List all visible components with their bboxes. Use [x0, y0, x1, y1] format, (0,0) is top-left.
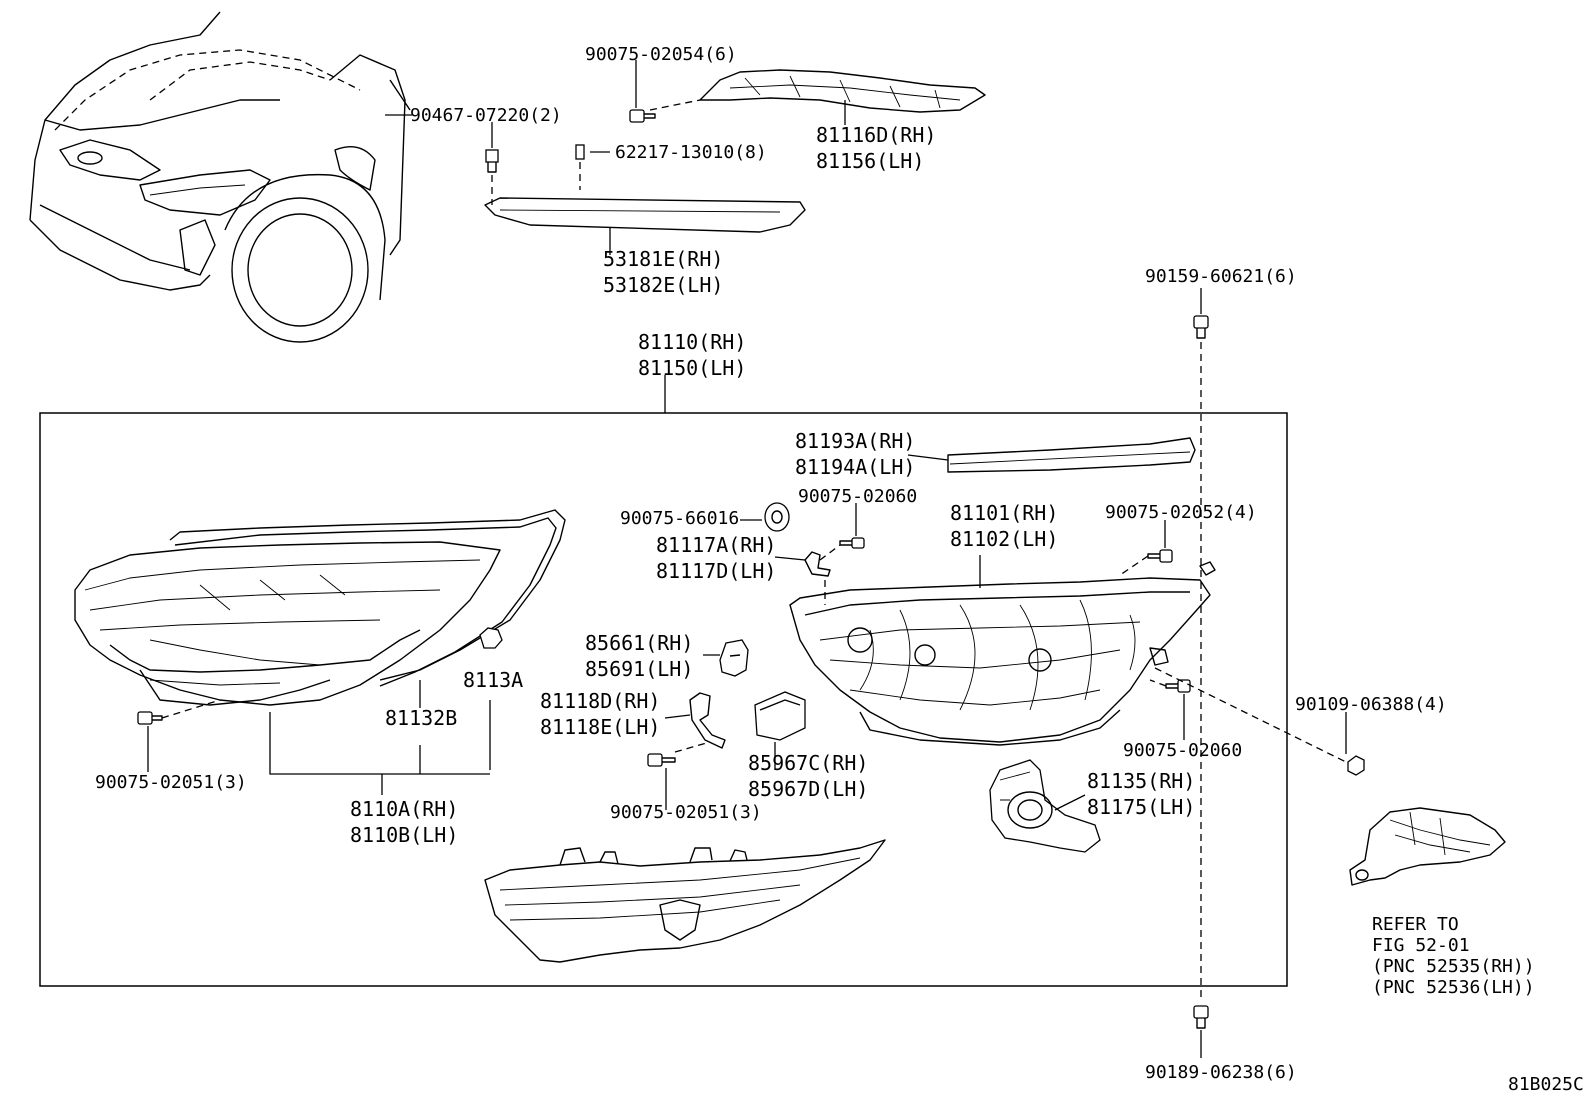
- labels: 90075-02054(6) 90467-07220(2) 62217-1301…: [95, 44, 1584, 1095]
- label-90075-02060-bottom: 90075-02060: [1123, 740, 1242, 761]
- label-assembly-rh: 81110(RH): [638, 330, 746, 354]
- label-81156: 81156(LH): [816, 149, 924, 173]
- grommet-90075-66016: [740, 502, 790, 532]
- bracket-81118D: [664, 692, 726, 753]
- label-90075-02054: 90075-02054(6): [585, 44, 737, 65]
- label-81193A: 81193A(RH): [795, 429, 915, 453]
- bolt-90075-02051-mid: [647, 753, 676, 810]
- label-85661: 85661(RH): [585, 631, 693, 655]
- headlamp-housing-81101: [789, 555, 1211, 746]
- label-assembly-lh: 81150(LH): [638, 356, 746, 380]
- label-81135: 81135(RH): [1087, 769, 1195, 793]
- figure-code: 81B025C: [1508, 1074, 1584, 1095]
- label-81101: 81101(RH): [950, 501, 1058, 525]
- refer-note-line1: REFER TO: [1372, 914, 1459, 935]
- label-53181E: 53181E(RH): [603, 247, 723, 271]
- vehicle-front-view: [29, 11, 412, 343]
- bracket-81117A: [774, 544, 841, 605]
- label-90075-02051-mid: 90075-02051(3): [610, 802, 762, 823]
- label-85967D: 85967D(LH): [748, 777, 868, 801]
- label-90109-06388: 90109-06388(4): [1295, 694, 1447, 715]
- label-85691: 85691(LH): [585, 657, 693, 681]
- bolt-90075-02054: [629, 60, 656, 123]
- label-81118E: 81118E(LH): [540, 715, 660, 739]
- label-90075-02060-top: 90075-02060: [798, 486, 917, 507]
- label-90159-60621: 90159-60621(6): [1145, 266, 1297, 287]
- refer-note-line2: FIG 52-01: [1372, 935, 1470, 956]
- bolt-90075-02051-left: [137, 699, 221, 772]
- module-85967C: [754, 691, 806, 770]
- bracket-81135: [989, 759, 1101, 853]
- label-81116D: 81116D(RH): [816, 123, 936, 147]
- screw-90075-02060-top: [839, 503, 865, 549]
- label-8110B: 8110B(LH): [350, 823, 458, 847]
- screw-90075-02052: [1119, 520, 1216, 576]
- nut-90109-06388: [1154, 667, 1365, 776]
- lower-lamp-unit: [484, 839, 886, 963]
- screw-90075-02060-bottom: [1149, 679, 1191, 740]
- refer-note-line4: (PNC 52536(LH)): [1372, 977, 1535, 998]
- label-90075-66016: 90075-66016: [620, 508, 739, 529]
- cap-8113A: [479, 627, 503, 770]
- label-81118D: 81118D(RH): [540, 689, 660, 713]
- refer-note-line3: (PNC 52535(RH)): [1372, 956, 1535, 977]
- refer-bracket-52535: [1349, 807, 1506, 886]
- label-53182E: 53182E(LH): [603, 273, 723, 297]
- label-81117A: 81117A(RH): [656, 533, 776, 557]
- label-90189-06238: 90189-06238(6): [1145, 1062, 1297, 1083]
- clip-90467-07220: [485, 122, 499, 205]
- label-8113A: 8113A: [463, 668, 523, 692]
- part-53181E-cover: [484, 197, 806, 255]
- label-81117D: 81117D(LH): [656, 559, 776, 583]
- label-85967C: 85967C(RH): [748, 751, 868, 775]
- part-81116D-bracket: [649, 69, 986, 125]
- label-90075-02051-left: 90075-02051(3): [95, 772, 247, 793]
- bolt-90159-60621: [1193, 288, 1209, 339]
- strip-81193A: [907, 437, 1196, 473]
- clip-62217-13010: [575, 144, 610, 190]
- label-81175: 81175(LH): [1087, 795, 1195, 819]
- label-81102: 81102(LH): [950, 527, 1058, 551]
- part-85661-holder: [703, 639, 749, 677]
- headlamp-lens-8110A: [74, 541, 501, 706]
- bolt-90189-06238: [1193, 1005, 1209, 1058]
- label-62217-13010: 62217-13010(8): [615, 142, 767, 163]
- leader-8110A: [269, 712, 490, 775]
- label-81132B: 81132B: [385, 706, 457, 730]
- label-81194A: 81194A(LH): [795, 455, 915, 479]
- label-90075-02052: 90075-02052(4): [1105, 502, 1257, 523]
- label-8110A: 8110A(RH): [350, 797, 458, 821]
- seal-81132B: [169, 509, 566, 708]
- assembly-box: [39, 412, 1288, 987]
- label-90467-07220: 90467-07220(2): [410, 105, 562, 126]
